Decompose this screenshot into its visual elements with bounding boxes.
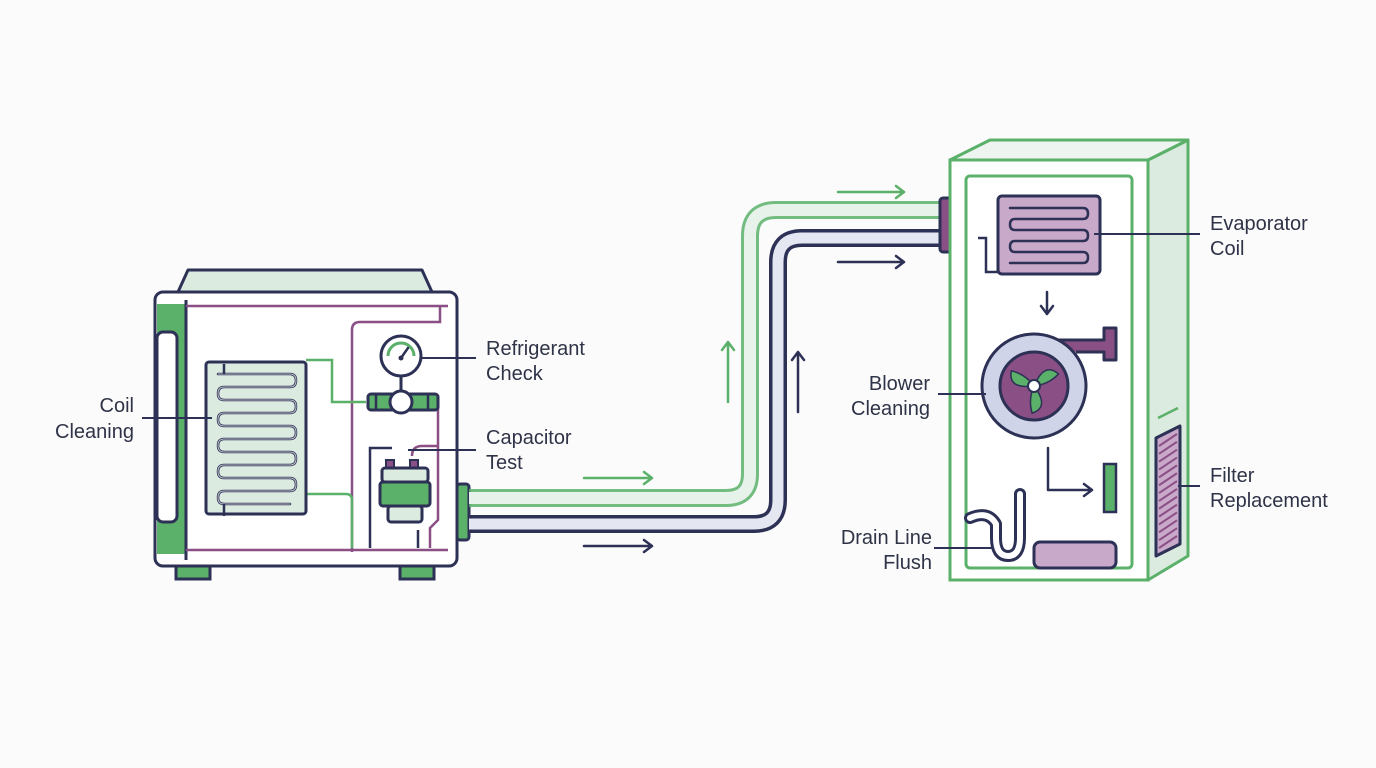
arrow-down-icon xyxy=(1039,290,1055,316)
label-refrigerant-check: Refrigerant Check xyxy=(486,338,585,385)
filter-pleat xyxy=(1158,519,1178,534)
leader-lines xyxy=(142,233,1200,549)
arrow-right-icon xyxy=(836,184,906,200)
drain-trap-icon xyxy=(964,488,1026,562)
filter-slot xyxy=(1102,462,1118,514)
filter-pleat xyxy=(1158,503,1178,518)
svg-text:Blower: Blower xyxy=(869,373,930,395)
filter-pleat xyxy=(1158,535,1178,549)
filter-pleat xyxy=(1158,464,1178,479)
filter-pleat xyxy=(1158,441,1178,455)
svg-text:Cleaning: Cleaning xyxy=(851,398,930,420)
arrow-right-icon xyxy=(582,538,654,554)
air-filter-icon xyxy=(1154,424,1182,558)
svg-text:Replacement: Replacement xyxy=(1210,490,1328,512)
filter-pleat xyxy=(1158,480,1178,494)
arrow-right-icon xyxy=(1046,446,1094,498)
filter-pleat xyxy=(1158,488,1178,502)
filter-pleat xyxy=(1158,448,1178,463)
svg-text:Capacitor: Capacitor xyxy=(486,427,572,449)
svg-text:Flush: Flush xyxy=(883,552,932,574)
svg-text:Evaporator: Evaporator xyxy=(1210,213,1308,235)
filter-pleat xyxy=(1158,511,1178,526)
flow-arrows xyxy=(582,184,906,554)
arrow-up-icon xyxy=(790,350,806,414)
fan-blade xyxy=(1032,369,1060,387)
svg-text:Test: Test xyxy=(486,452,523,474)
arrow-up-icon xyxy=(720,340,736,404)
arrow-right-icon xyxy=(836,254,906,270)
filter-pleat xyxy=(1158,472,1178,487)
filter-pleat xyxy=(1158,456,1178,471)
pressure-gauge-icon xyxy=(366,334,440,415)
svg-text:Drain Line: Drain Line xyxy=(841,527,932,549)
filter-pleat xyxy=(1158,527,1178,541)
svg-text:Coil: Coil xyxy=(1210,238,1244,260)
filter-pleat xyxy=(1158,433,1178,447)
svg-text:Cleaning: Cleaning xyxy=(55,421,134,443)
filter-pleat xyxy=(1158,495,1178,510)
svg-text:Filter: Filter xyxy=(1210,465,1255,487)
label-coil-cleaning: Coil Cleaning xyxy=(55,395,134,443)
arrow-right-icon xyxy=(582,470,654,486)
blower-fan-icon xyxy=(980,326,1118,440)
svg-text:Coil: Coil xyxy=(100,395,134,417)
label-filter-replacement: Filter Replacement xyxy=(1210,465,1328,512)
svg-text:Refrigerant: Refrigerant xyxy=(486,338,585,360)
svg-text:Check: Check xyxy=(486,363,544,385)
label-blower-cleaning: Blower Cleaning xyxy=(851,373,930,420)
condenser-coil xyxy=(204,360,308,516)
label-drain-line-flush: Drain Line Flush xyxy=(841,527,932,574)
label-capacitor-test: Capacitor Test xyxy=(486,427,572,474)
capacitor-icon xyxy=(378,459,432,524)
label-evaporator-coil: Evaporator Coil xyxy=(1210,213,1308,260)
